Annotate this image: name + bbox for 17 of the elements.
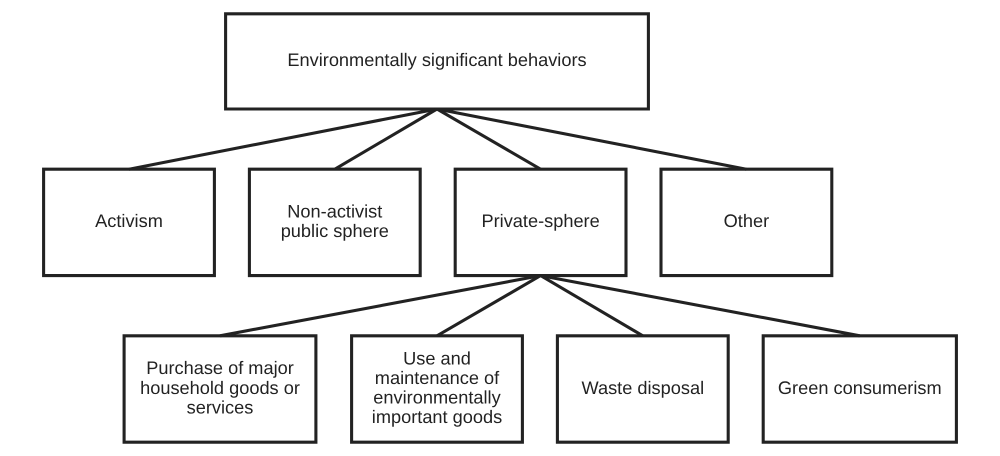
- connector: [128, 107, 438, 171]
- connector: [220, 274, 541, 338]
- node-box: Non-activist public sphere: [248, 168, 422, 278]
- node-box: Purchase of major household goods or services: [122, 334, 318, 444]
- connector: [436, 107, 747, 171]
- node-box: Private-sphere: [454, 168, 628, 278]
- connector: [436, 108, 542, 171]
- node-box: Activism: [42, 168, 216, 278]
- node-box: Waste disposal: [556, 334, 730, 444]
- connector: [540, 274, 644, 338]
- connector: [540, 274, 860, 338]
- node-box: Other: [659, 168, 834, 278]
- node-box: Green consumerism: [762, 334, 958, 444]
- connector: [334, 108, 438, 171]
- node-box: Environmentally significant behaviors: [224, 12, 650, 111]
- connector: [436, 274, 542, 338]
- node-box: Use and maintenance of environmentally important goods: [350, 334, 524, 444]
